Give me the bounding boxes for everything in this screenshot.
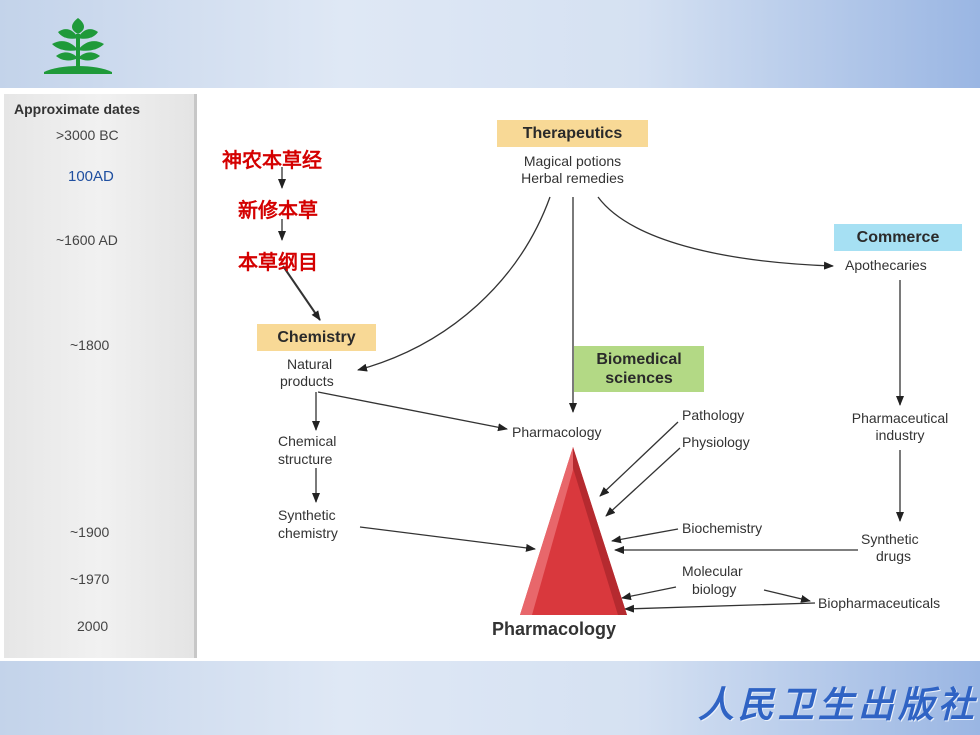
- arrow-pathology-pyramid: [599, 421, 679, 497]
- commerce-box: Commerce: [834, 224, 962, 251]
- date-3000bc: >3000 BC: [56, 127, 119, 143]
- arrow-molecular-pyramid: [621, 586, 677, 601]
- arrow-synthetic-pyramid: [359, 526, 536, 552]
- label-synthetic-chem-2: chemistry: [278, 525, 338, 541]
- date-1600ad: ~1600 AD: [56, 232, 118, 248]
- biomedical-line1: Biomedical: [596, 351, 682, 368]
- label-pathology: Pathology: [682, 407, 745, 423]
- label-chemical: Chemical: [278, 433, 337, 449]
- label-synthetic-drugs-2: drugs: [876, 548, 912, 564]
- arrow-book3-chemistry: [282, 265, 321, 321]
- arrow-molecular-biopharma: [763, 589, 811, 603]
- label-products: products: [280, 373, 334, 389]
- therapeutics-box: Therapeutics: [497, 120, 648, 147]
- arrow-biochemistry-pyramid: [611, 528, 679, 544]
- label-synthetic-drugs-1: Synthetic: [861, 531, 919, 547]
- arrow-natural-pharmacology: [317, 391, 508, 432]
- date-1800: ~1800: [70, 337, 110, 353]
- book-shennong: 神农本草经: [222, 148, 322, 172]
- label-industry: industry: [875, 427, 925, 443]
- timeline-column: Approximate dates: [4, 94, 197, 658]
- label-pharmacology-mid: Pharmacology: [512, 424, 602, 440]
- arrow-biopharma-pyramid: [624, 602, 816, 613]
- label-biochemistry: Biochemistry: [682, 520, 763, 536]
- label-herbal-remedies: Herbal remedies: [521, 170, 624, 186]
- label-molecular: Molecular: [682, 563, 743, 579]
- date-2000: 2000: [77, 618, 109, 634]
- label-pharmaceutical: Pharmaceutical: [851, 410, 949, 426]
- label-biopharmaceuticals: Biopharmaceuticals: [818, 595, 941, 611]
- chemistry-box: Chemistry: [257, 324, 376, 351]
- book-xinxiu: 新修本草: [238, 198, 318, 222]
- label-structure: structure: [278, 451, 333, 467]
- label-biology: biology: [692, 581, 737, 597]
- arrow-physiology-pyramid: [605, 447, 681, 517]
- arrow-therapeutics-apothecaries: [597, 196, 834, 270]
- label-magical-potions: Magical potions: [523, 153, 622, 169]
- label-pharmacology-bottom: Pharmacology: [492, 619, 617, 639]
- pharmacology-pyramid: [520, 447, 627, 615]
- date-100ad: 100AD: [68, 168, 114, 185]
- date-1970: ~1970: [70, 571, 110, 587]
- date-1900: ~1900: [70, 524, 110, 540]
- book-bencao-gangmu: 本草纲目: [238, 250, 318, 274]
- label-apothecaries: Apothecaries: [845, 257, 927, 273]
- biomedical-box: Biomedical sciences: [574, 346, 704, 392]
- label-synthetic-chem-1: Synthetic: [278, 507, 336, 523]
- label-physiology: Physiology: [682, 434, 750, 450]
- arrow-therapeutics-chemistry: [357, 196, 551, 372]
- logo-icon: [44, 18, 112, 74]
- biomedical-line2: sciences: [605, 370, 673, 387]
- label-natural: Natural: [287, 356, 333, 372]
- timeline-title: Approximate dates: [14, 101, 141, 117]
- publisher-logo-text: 人民卫生出版社: [698, 684, 979, 726]
